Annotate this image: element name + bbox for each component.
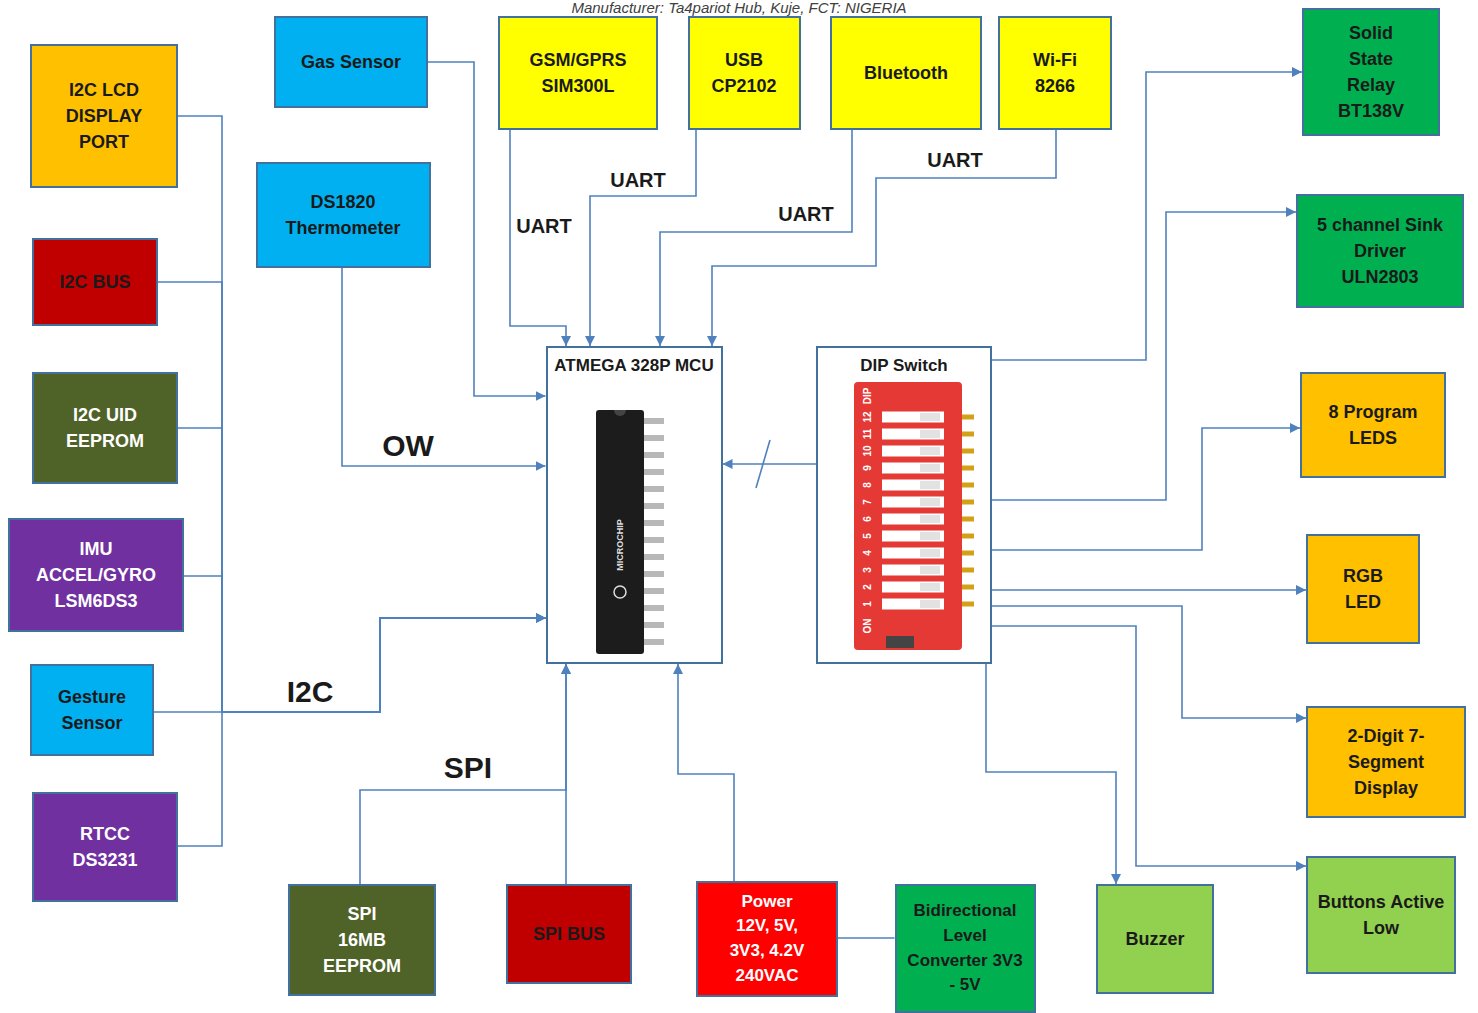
- switch-number: 7: [863, 499, 873, 505]
- component-box: I2C LCD DISPLAY PORT: [30, 44, 178, 188]
- connector: [986, 664, 1116, 884]
- box-text: GSM/GPRS SIM300L: [508, 47, 648, 99]
- component-box: I2C BUS: [32, 238, 158, 326]
- box-text: Wi-Fi 8266: [1015, 47, 1095, 99]
- box-text: 5 channel Sink Driver ULN2803: [1315, 212, 1445, 290]
- bus-label: SPI: [442, 750, 494, 786]
- connector: [838, 937, 895, 939]
- component-box: Gas Sensor: [274, 16, 428, 108]
- connector: [590, 130, 696, 346]
- connector: [992, 428, 1300, 550]
- component-box: I2C UID EEPROM: [32, 372, 178, 484]
- box-text: Buzzer: [1125, 926, 1184, 952]
- switch-number: 3: [863, 567, 873, 573]
- box-text: Solid State Relay BT138V: [1326, 20, 1416, 124]
- switch-number: 1: [863, 601, 873, 607]
- switch-number: 9: [863, 465, 873, 471]
- box-text: Buttons Active Low: [1316, 889, 1446, 941]
- dip-marking: DIP: [863, 388, 873, 405]
- component-box: Gesture Sensor: [30, 664, 154, 756]
- bus-label: I2C: [285, 674, 336, 710]
- connector: [712, 130, 1056, 346]
- box-text: RTCC DS3231: [50, 821, 160, 873]
- box-text: IMU ACCEL/GYRO LSM6DS3: [26, 536, 166, 614]
- box-text: DIP Switch: [860, 354, 948, 379]
- box-text: SPI 16MB EEPROM: [322, 901, 402, 979]
- bus-label: UART: [925, 148, 985, 172]
- box-text: USB CP2102: [696, 47, 792, 99]
- box-text: Power 12V, 5V, 3V3, 4.2V 240VAC: [723, 890, 811, 989]
- component-box: 5 channel Sink Driver ULN2803: [1296, 194, 1464, 308]
- connector: [342, 268, 546, 466]
- connector: [723, 463, 817, 465]
- component-box: Power 12V, 5V, 3V3, 4.2V 240VAC: [696, 881, 838, 997]
- component-box: RTCC DS3231: [32, 792, 178, 902]
- component-box: Bluetooth: [830, 16, 982, 130]
- box-text: DS1820 Thermometer: [263, 189, 423, 241]
- component-box: SPI BUS: [506, 884, 632, 984]
- connector: [992, 212, 1296, 500]
- dip-switch-picture: [854, 382, 974, 650]
- component-box: SPI 16MB EEPROM: [288, 884, 436, 996]
- box-text: I2C LCD DISPLAY PORT: [39, 77, 169, 155]
- connector: [992, 589, 1306, 591]
- component-box: 2-Digit 7-Segment Display: [1306, 706, 1466, 818]
- box-text: I2C BUS: [59, 269, 130, 295]
- switch-number: 8: [863, 482, 873, 488]
- component-box: Buzzer: [1096, 884, 1214, 994]
- connector: [992, 626, 1306, 866]
- box-text: SPI BUS: [533, 921, 605, 947]
- connector: [565, 664, 567, 884]
- component-box: Buttons Active Low: [1306, 856, 1456, 974]
- component-box: IMU ACCEL/GYRO LSM6DS3: [8, 518, 184, 632]
- connector: [184, 576, 546, 712]
- switch-number: 5: [863, 533, 873, 539]
- bus-label: UART: [608, 168, 668, 192]
- component-box: 8 Program LEDS: [1300, 372, 1446, 478]
- box-text: ATMEGA 328P MCU: [554, 354, 713, 379]
- component-box: Wi-Fi 8266: [998, 16, 1112, 130]
- connector: [660, 130, 852, 346]
- box-text: Gesture Sensor: [42, 684, 142, 736]
- box-text: Bidirectional Level Converter 3V3 - 5V: [903, 899, 1027, 998]
- switch-number: 10: [863, 445, 873, 456]
- connector: [178, 116, 546, 712]
- switch-number: 12: [863, 411, 873, 422]
- manufacturer-note: Manufacturer: Ta4pariot Hub, Kuje, FCT: …: [0, 0, 1478, 16]
- component-box: Solid State Relay BT138V: [1302, 8, 1440, 136]
- chip-logo: MICROCHIP: [616, 519, 625, 571]
- connector: [510, 130, 566, 346]
- bus-label: UART: [514, 214, 574, 238]
- switch-number: 4: [863, 550, 873, 556]
- box-text: 2-Digit 7-Segment Display: [1316, 723, 1456, 801]
- component-box: USB CP2102: [688, 16, 801, 130]
- box-text: Gas Sensor: [301, 49, 401, 75]
- switch-number: 11: [863, 429, 873, 440]
- connector: [154, 618, 546, 712]
- connector: [158, 282, 546, 712]
- component-box: RGB LED: [1306, 534, 1420, 644]
- connector: [678, 664, 734, 881]
- connector: [992, 606, 1306, 718]
- dip-switch-box: DIP Switch: [816, 346, 992, 664]
- component-box: DS1820 Thermometer: [256, 162, 431, 268]
- connector: [178, 428, 546, 712]
- box-text: I2C UID EEPROM: [55, 402, 155, 454]
- mcu-box: ATMEGA 328P MCU: [546, 346, 723, 664]
- box-text: 8 Program LEDS: [1313, 399, 1433, 451]
- component-box: GSM/GPRS SIM300L: [498, 16, 658, 130]
- switch-number: 6: [863, 516, 873, 522]
- bus-label: UART: [776, 202, 836, 226]
- mcu-chip-picture: [596, 410, 664, 654]
- connector: [178, 618, 546, 846]
- switch-number: 2: [863, 584, 873, 590]
- component-box: Bidirectional Level Converter 3V3 - 5V: [895, 884, 1036, 1013]
- connector: [360, 664, 566, 884]
- dip-marking: ON: [863, 619, 873, 634]
- box-text: RGB LED: [1328, 563, 1398, 615]
- box-text: Bluetooth: [864, 60, 948, 86]
- bus-label: OW: [380, 428, 436, 464]
